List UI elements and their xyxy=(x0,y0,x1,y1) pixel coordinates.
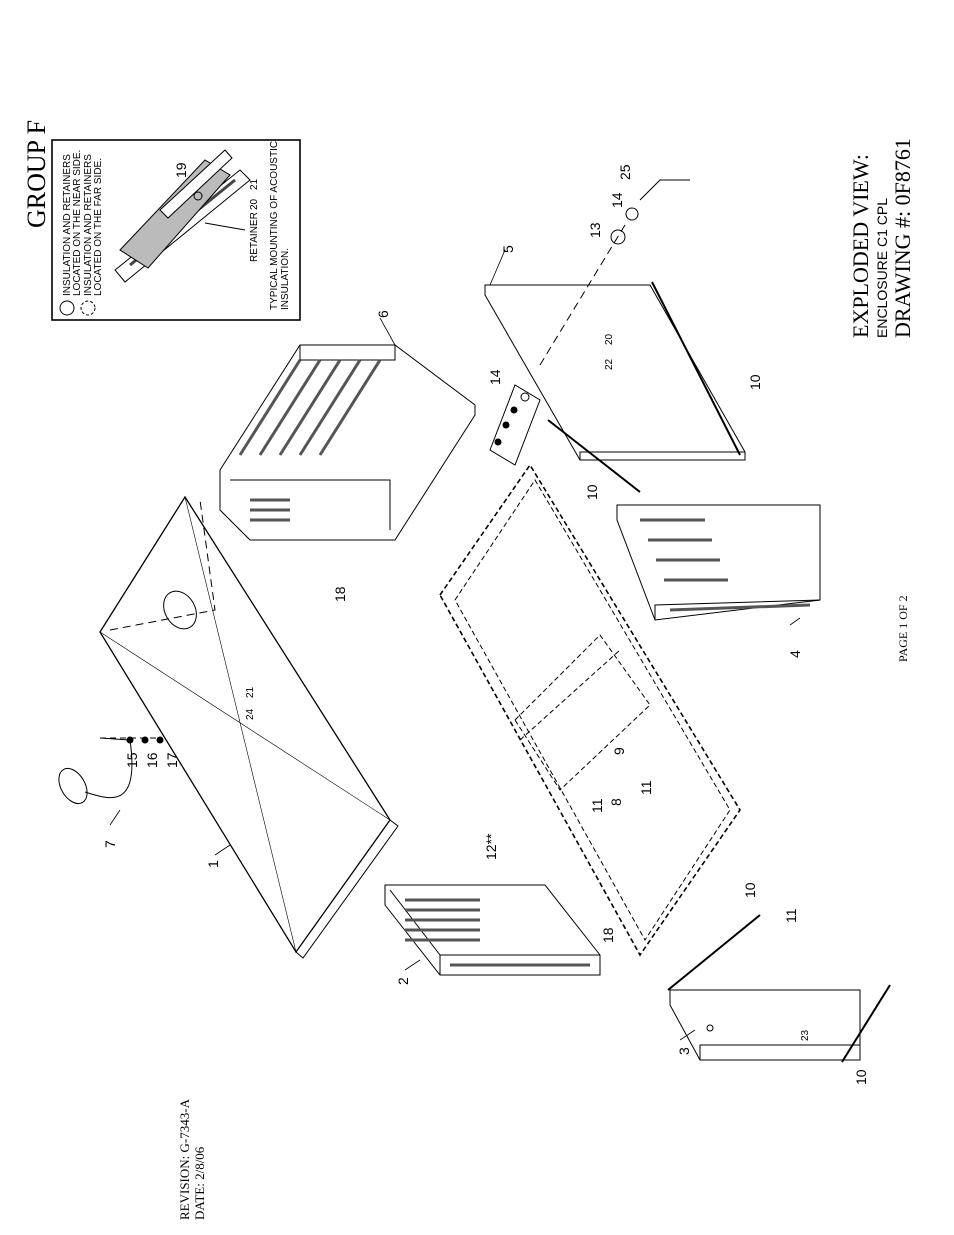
part-5-door-panel xyxy=(484,284,746,461)
circle-24: 24 xyxy=(245,708,256,720)
callout-7: 7 xyxy=(102,840,118,848)
callout-10-a: 10 xyxy=(747,374,763,390)
callout-13: 13 xyxy=(587,222,603,238)
part-10-trim-strips xyxy=(547,281,891,1063)
circled-numbers: 24 21 22 20 23 xyxy=(245,333,811,1041)
legend-retainer-21: 21 xyxy=(249,178,260,190)
callout-5: 5 xyxy=(500,245,516,253)
legend-box xyxy=(51,139,301,321)
callout-10-c: 10 xyxy=(742,882,758,898)
legend-retainer: RETAINER xyxy=(249,212,260,262)
part-3-door-panel xyxy=(669,989,861,1061)
part-2-vented-panel xyxy=(384,884,601,976)
callout-14-a: 14 xyxy=(609,192,625,208)
callout-2: 2 xyxy=(395,977,411,985)
callout-10-b: 10 xyxy=(584,484,600,500)
callout-3: 3 xyxy=(676,1047,692,1055)
part-1-top-panel xyxy=(99,495,399,959)
callout-25: 25 xyxy=(617,164,633,180)
callout-12: 12** xyxy=(483,833,499,860)
circle-23: 23 xyxy=(800,1029,811,1041)
circle-21: 21 xyxy=(245,686,256,698)
legend-far-l2: LOCATED ON THE FAR SIDE. xyxy=(93,158,104,296)
callout-11-a: 11 xyxy=(589,798,605,813)
near-side-circle-icon xyxy=(59,300,75,316)
legend-retainer-20: 20 xyxy=(249,198,260,210)
base-frame xyxy=(439,463,741,957)
callout-10-d: 10 xyxy=(853,1069,869,1085)
legend-near-l1: INSULATION AND RETAINERS xyxy=(62,154,73,296)
far-side-circle-icon xyxy=(80,300,96,316)
legend-detail-19: 19 xyxy=(173,162,189,178)
callout-9: 9 xyxy=(611,747,627,755)
callout-1: 1 xyxy=(205,860,221,868)
callout-17: 17 xyxy=(164,752,180,768)
callout-15: 15 xyxy=(124,752,140,768)
legend-near-l2: LOCATED ON THE NEAR SIDE. xyxy=(72,150,83,296)
callout-16: 16 xyxy=(144,752,160,768)
insulation-detail-sketch xyxy=(114,149,251,283)
legend-caption-l1: TYPICAL MOUNTING OF ACOUSTIC xyxy=(269,141,280,310)
callout-11-c: 11 xyxy=(783,908,799,923)
part-14-control-panel xyxy=(489,384,541,466)
part-4-vented-panel xyxy=(616,504,821,621)
legend-text: INSULATION AND RETAINERS LOCATED ON THE … xyxy=(62,141,291,310)
part-7-switch xyxy=(58,736,164,805)
circle-20: 20 xyxy=(604,333,615,345)
circle-22: 22 xyxy=(604,358,615,370)
part-6-vented-panel xyxy=(219,344,476,541)
callout-labels: 1 2 3 4 5 6 7 8 9 10 10 10 10 11 11 11 1… xyxy=(62,141,869,1085)
callout-18-a: 18 xyxy=(332,586,348,602)
callout-8: 8 xyxy=(608,798,624,806)
legend-caption-l2: INSULATION. xyxy=(280,248,291,310)
leader-lines xyxy=(109,249,801,1041)
part-25-cable xyxy=(539,179,690,366)
callout-6: 6 xyxy=(375,310,391,318)
legend-far-l1: INSULATION AND RETAINERS xyxy=(83,154,94,296)
callout-14-b: 14 xyxy=(487,369,503,385)
callout-11-b: 11 xyxy=(638,780,654,795)
callout-18-b: 18 xyxy=(600,927,616,943)
callout-4: 4 xyxy=(787,650,803,658)
